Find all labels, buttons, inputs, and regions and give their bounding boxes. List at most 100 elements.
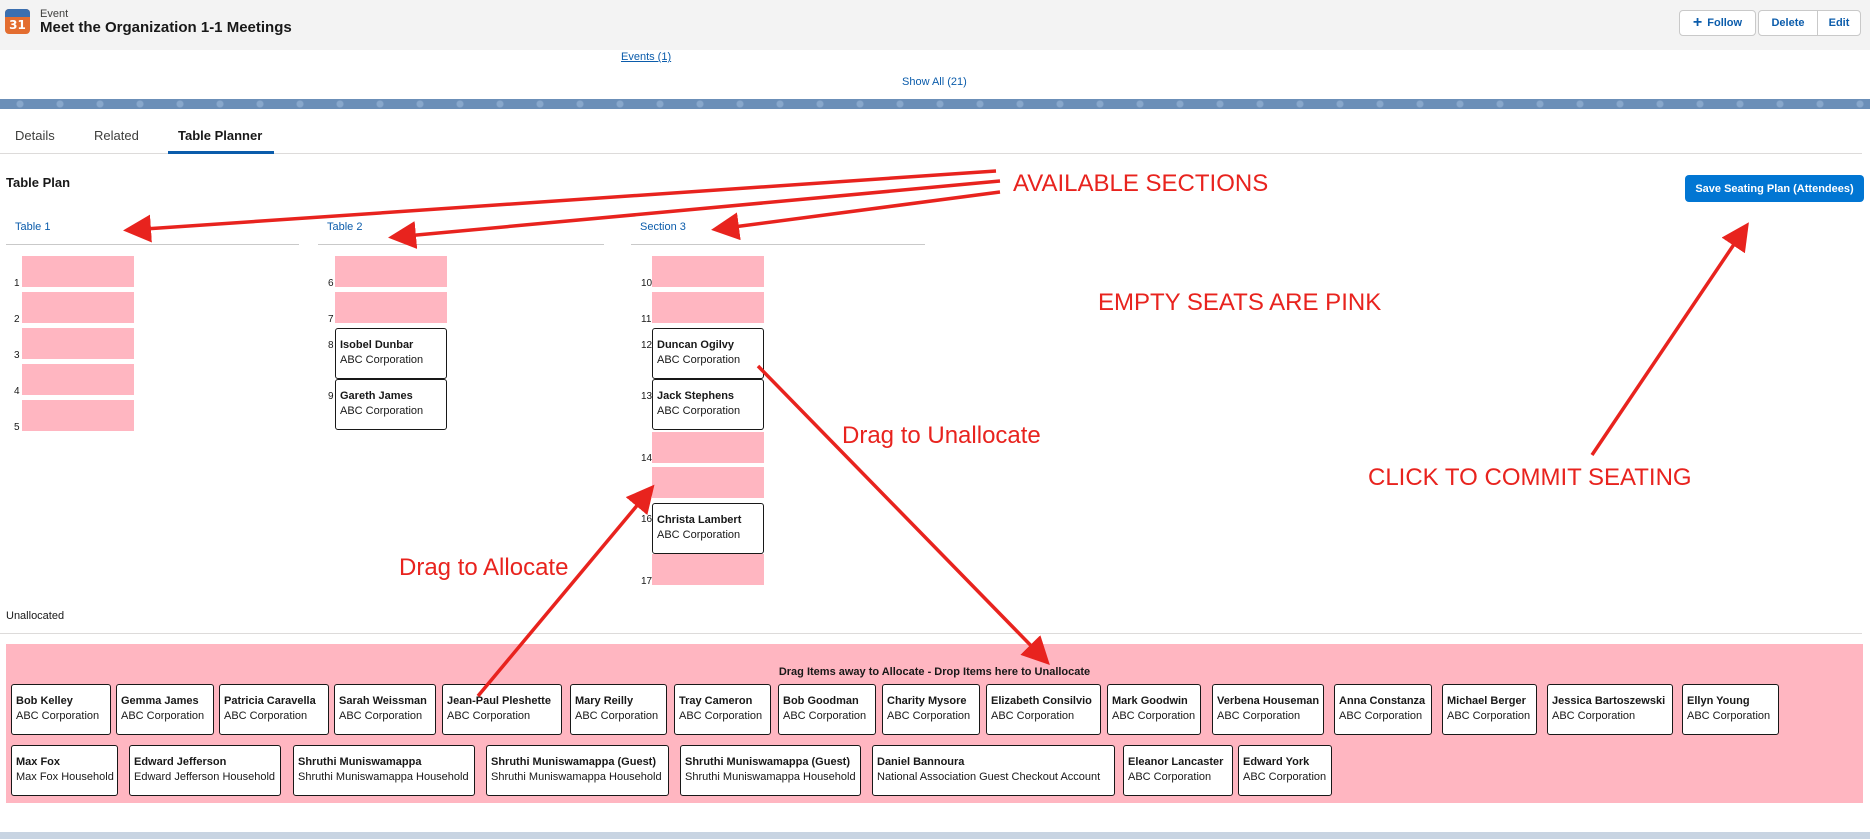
empty-seat[interactable] [335, 292, 447, 323]
save-seating-plan-button[interactable]: Save Seating Plan (Attendees) [1685, 175, 1864, 202]
seat-number: 2 [14, 314, 20, 325]
banner-strip [0, 99, 1870, 109]
attendee-org: ABC Corporation [1128, 771, 1212, 783]
attendee-org: Shruthi Muniswamappa Household [298, 771, 469, 783]
annotation-available-sections: AVAILABLE SECTIONS [1013, 170, 1269, 197]
seat-number: 7 [328, 314, 334, 325]
attendee-name: Shruthi Muniswamappa [298, 756, 422, 768]
empty-seat[interactable] [22, 364, 134, 395]
attendee-org: Edward Jefferson Household [134, 771, 276, 783]
attendee-org: ABC Corporation [679, 710, 763, 722]
object-type-label: Event [40, 8, 69, 20]
table-plan-title: Table Plan [6, 175, 71, 190]
active-tab-indicator [168, 151, 274, 154]
attendee-name: Charity Mysore [887, 695, 967, 707]
annotation-drag-allocate: Drag to Allocate [399, 554, 569, 581]
allocated-seat-card[interactable]: Jack Stephens ABC Corporation [652, 379, 764, 430]
unallocated-drop-zone[interactable]: Drag Items away to Allocate - Drop Items… [6, 644, 1863, 803]
seat-number: 4 [14, 386, 20, 397]
attendee-org: ABC Corporation [340, 354, 424, 366]
section-link-table-2[interactable]: Table 2 [327, 221, 363, 233]
tab-related[interactable]: Related [94, 128, 139, 143]
attendee-name: Duncan Ogilvy [657, 339, 735, 351]
unallocated-label: Unallocated [6, 610, 65, 622]
attendee-name: Gemma James [121, 695, 199, 707]
allocated-seat-card[interactable]: Gareth James ABC Corporation [335, 379, 447, 430]
empty-seat[interactable] [652, 256, 764, 287]
allocated-seat-card[interactable]: Christa Lambert ABC Corporation [652, 503, 764, 554]
empty-seat[interactable] [22, 292, 134, 323]
edit-button[interactable]: Edit [1817, 10, 1861, 36]
attendee-org: ABC Corporation [657, 529, 741, 541]
attendee-org: ABC Corporation [657, 405, 741, 417]
empty-seat[interactable] [652, 432, 764, 463]
allocated-seat-card[interactable]: Isobel Dunbar ABC Corporation [335, 328, 447, 379]
attendee-name: Gareth James [340, 390, 413, 402]
section-link-section-3[interactable]: Section 3 [640, 221, 686, 233]
attendee-name: Anna Constanza [1339, 695, 1426, 707]
attendee-org: ABC Corporation [1112, 710, 1196, 722]
follow-button[interactable]: + Follow [1679, 10, 1756, 36]
attendee-name: Shruthi Muniswamappa (Guest) [685, 756, 851, 768]
seat-number: 11 [641, 314, 652, 325]
section-link-table-1[interactable]: Table 1 [15, 221, 51, 233]
record-title: Meet the Organization 1-1 Meetings [40, 19, 292, 36]
unallocated-attendee-card[interactable]: Shruthi Muniswamappa (Guest)Shruthi Muni… [680, 745, 861, 796]
empty-seat[interactable] [22, 400, 134, 431]
empty-seat[interactable] [335, 256, 447, 287]
attendee-org: Max Fox Household [16, 771, 114, 783]
attendee-name: Max Fox [16, 756, 61, 768]
attendee-org: ABC Corporation [1217, 710, 1301, 722]
arrow-drag-unallocate [756, 364, 1050, 666]
events-link[interactable]: Events (1) [621, 51, 672, 63]
attendee-name: Edward York [1243, 756, 1310, 768]
calendar-icon: 31 [5, 9, 30, 34]
follow-button-label: Follow [1707, 17, 1743, 29]
attendee-name: Mary Reilly [575, 695, 634, 707]
empty-seat[interactable] [652, 554, 764, 585]
attendee-name: Sarah Weissman [339, 695, 427, 707]
attendee-org: ABC Corporation [339, 710, 423, 722]
attendee-org: ABC Corporation [1339, 710, 1423, 722]
delete-button[interactable]: Delete [1758, 10, 1818, 36]
empty-seat[interactable] [652, 292, 764, 323]
empty-seat[interactable] [22, 328, 134, 359]
allocated-seat-card[interactable]: Duncan Ogilvy ABC Corporation [652, 328, 764, 379]
empty-seat[interactable] [652, 467, 764, 498]
seat-number: 8 [328, 340, 334, 351]
plus-icon: + [1692, 14, 1703, 31]
attendee-org: ABC Corporation [575, 710, 659, 722]
tab-table-planner[interactable]: Table Planner [178, 128, 263, 143]
unallocated-attendee-card[interactable]: Shruthi Muniswamappa (Guest)Shruthi Muni… [486, 745, 669, 796]
show-all-link[interactable]: Show All (21) [902, 76, 967, 88]
attendee-name: Ellyn Young [1687, 695, 1750, 707]
seat-number: 5 [14, 422, 20, 433]
empty-seat[interactable] [22, 256, 134, 287]
tab-details[interactable]: Details [15, 128, 55, 143]
attendee-name: Elizabeth Consilvio [991, 695, 1092, 707]
annotation-empty-seats: EMPTY SEATS ARE PINK [1098, 289, 1382, 316]
attendee-org: ABC Corporation [16, 710, 100, 722]
